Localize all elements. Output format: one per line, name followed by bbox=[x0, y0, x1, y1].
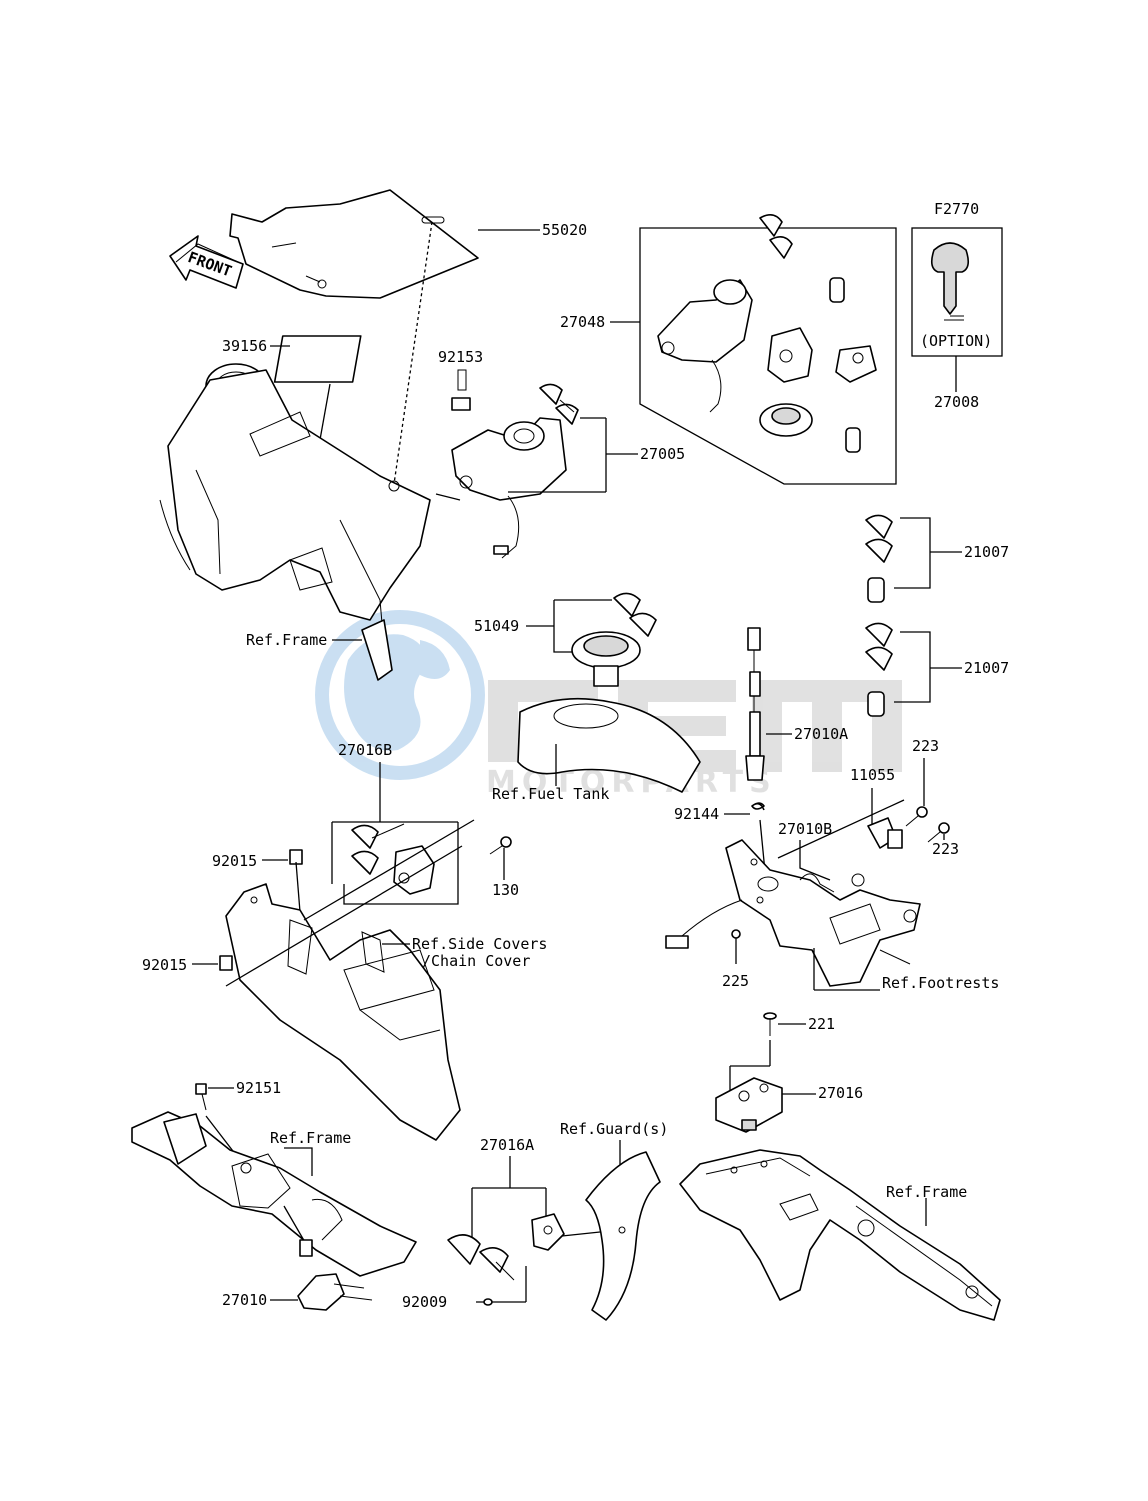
label-ref-frame-3: Ref.Frame bbox=[886, 1183, 967, 1201]
label-27005: 27005 bbox=[640, 445, 685, 463]
label-21007-b: 21007 bbox=[964, 659, 1009, 677]
fuel-cap-51049 bbox=[571, 592, 657, 687]
screw-223-a bbox=[905, 806, 928, 827]
rear-frame bbox=[679, 1149, 1001, 1321]
label-92009: 92009 bbox=[402, 1293, 447, 1311]
label-ref-fuel-tank: Ref.Fuel Tank bbox=[492, 785, 609, 803]
bracket-27016 bbox=[715, 1077, 783, 1133]
clip-92015-b bbox=[219, 955, 233, 971]
plate-39156 bbox=[273, 335, 362, 383]
screw-223-b bbox=[927, 822, 950, 843]
spring-92144 bbox=[751, 802, 765, 811]
label-option: (OPTION) bbox=[920, 332, 992, 350]
label-223-b: 223 bbox=[932, 840, 959, 858]
label-92151: 92151 bbox=[236, 1079, 281, 1097]
screw-92009 bbox=[483, 1298, 493, 1306]
label-92015-b: 92015 bbox=[142, 956, 187, 974]
label-ref-chain-cover: /Chain Cover bbox=[422, 952, 530, 970]
kit-contents-27048 bbox=[657, 214, 877, 453]
keyset-21007-a bbox=[865, 514, 893, 603]
label-ref-frame-1: Ref.Frame bbox=[246, 631, 327, 649]
label-27010a: 27010A bbox=[794, 725, 848, 743]
front-arrow-icon: FRONT bbox=[169, 235, 244, 289]
label-51049: 51049 bbox=[474, 617, 519, 635]
bracket-11055 bbox=[867, 817, 903, 849]
label-27048: 27048 bbox=[560, 313, 605, 331]
label-27016b: 27016B bbox=[338, 741, 392, 759]
clip-92015-a bbox=[289, 849, 303, 865]
lock-27010 bbox=[297, 1239, 373, 1311]
globe-logo bbox=[315, 610, 485, 780]
bolt-92153 bbox=[451, 369, 471, 411]
label-27010: 27010 bbox=[222, 1291, 267, 1309]
fuel-tank bbox=[517, 697, 701, 793]
label-ref-side-covers: Ref.Side Covers bbox=[412, 935, 547, 953]
label-27016a: 27016A bbox=[480, 1136, 534, 1154]
side-cover bbox=[225, 883, 461, 1141]
label-27010b: 27010B bbox=[778, 820, 832, 838]
option-box bbox=[911, 227, 1003, 357]
label-92144: 92144 bbox=[674, 805, 719, 823]
label-21007-a: 21007 bbox=[964, 543, 1009, 561]
label-27008: 27008 bbox=[934, 393, 979, 411]
label-ref-footrests: Ref.Footrests bbox=[882, 974, 999, 992]
label-92015-a: 92015 bbox=[212, 852, 257, 870]
label-f2770: F2770 bbox=[934, 200, 979, 218]
frame-lower-left bbox=[131, 1111, 417, 1277]
screw-221 bbox=[763, 1012, 777, 1036]
label-39156: 39156 bbox=[222, 337, 267, 355]
keyset-21007-b bbox=[865, 622, 893, 717]
label-225: 225 bbox=[722, 972, 749, 990]
label-221: 221 bbox=[808, 1015, 835, 1033]
keyset-27016b bbox=[351, 823, 435, 895]
label-ref-guards: Ref.Guard(s) bbox=[560, 1120, 668, 1138]
label-223-a: 223 bbox=[912, 737, 939, 755]
guard bbox=[585, 1151, 661, 1321]
screw-225 bbox=[731, 929, 741, 964]
label-27016: 27016 bbox=[818, 1084, 863, 1102]
bolt-130 bbox=[489, 836, 512, 855]
key-27008 bbox=[930, 242, 970, 321]
label-92153: 92153 bbox=[438, 348, 483, 366]
ignition-switch-27005 bbox=[451, 383, 579, 559]
switch-27010a bbox=[745, 627, 765, 781]
label-11055: 11055 bbox=[850, 766, 895, 784]
frame-head bbox=[159, 363, 431, 681]
label-55020: 55020 bbox=[542, 221, 587, 239]
label-130: 130 bbox=[492, 881, 519, 899]
footrest-bracket bbox=[665, 839, 921, 987]
kit-box-27048 bbox=[639, 227, 897, 485]
sheet-55020 bbox=[229, 189, 479, 299]
label-ref-frame-2: Ref.Frame bbox=[270, 1129, 351, 1147]
bolt-92151 bbox=[195, 1083, 207, 1111]
keyset-27016a bbox=[447, 1213, 565, 1281]
